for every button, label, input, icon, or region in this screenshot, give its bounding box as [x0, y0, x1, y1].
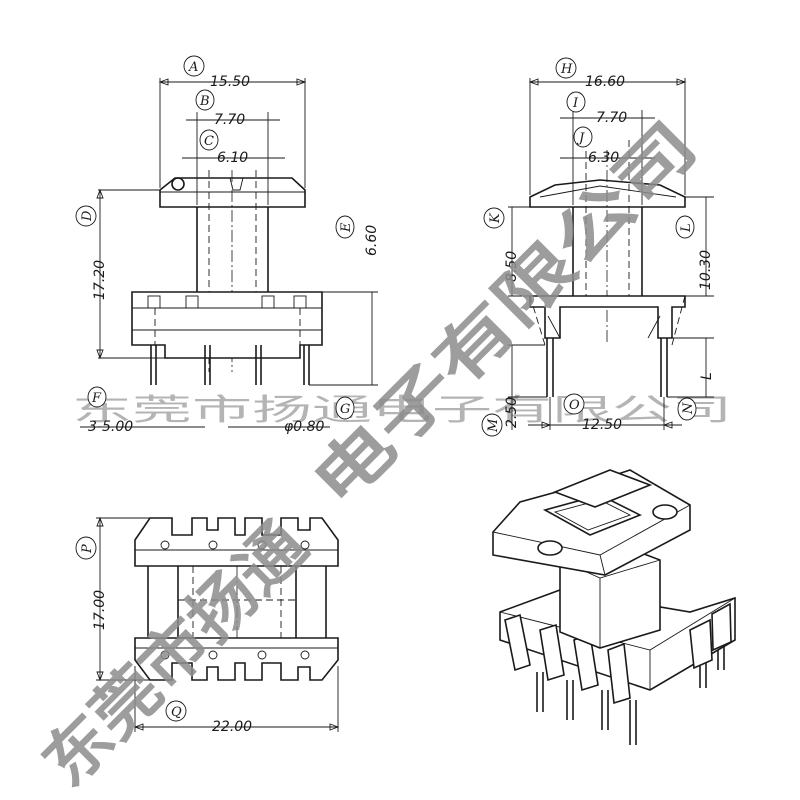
label-h: H [560, 62, 573, 77]
dim-height-overall: 17.20 [92, 260, 108, 300]
isometric-view [492, 469, 736, 745]
label-q: Q [171, 705, 182, 720]
label-e: E [339, 222, 354, 233]
label-k: K [488, 212, 503, 224]
dim-width-overall: 15.50 [210, 74, 250, 90]
label-b: B [199, 94, 210, 109]
dim-pin-diameter: φ0.80 [284, 419, 325, 435]
label-l: L [679, 223, 694, 233]
label-d: D [80, 210, 95, 222]
label-n: N [681, 402, 696, 415]
dim-width-core: 6.10 [217, 150, 248, 166]
dim-pin-pitch: 3-5.00 [88, 419, 133, 435]
label-i: I [572, 96, 579, 111]
label-p: P [80, 544, 95, 554]
label-j: J [576, 131, 585, 146]
dim-row-spacing: 12.50 [582, 417, 622, 433]
dim-side-width-overall: 16.60 [585, 74, 625, 90]
watermark-company-light: 东莞市扬通电子有限公司 [72, 393, 732, 428]
side-view: 16.60 H 7.70 I 6.30 J 8.50 K 10.30 L L [481, 57, 715, 437]
label-m: M [486, 418, 501, 433]
dim-pin-length-label: L [699, 372, 715, 380]
top-view: 17.00 P 22.00 Q [75, 516, 340, 735]
label-c: C [204, 134, 214, 149]
label-o: O [569, 398, 580, 413]
label-f: F [91, 391, 102, 406]
dim-height-flange: 6.60 [364, 225, 380, 256]
dim-side-height-k: 8.50 [504, 251, 520, 282]
label-a: A [188, 60, 198, 75]
dim-side-height-l: 10.30 [698, 250, 714, 290]
watermark-company-bold-upper: 电子有限公司 [299, 108, 712, 521]
dim-side-width-inner: 7.70 [596, 110, 627, 126]
dim-width-inner: 7.70 [214, 112, 245, 128]
dim-pin-length: 2.50 [504, 397, 520, 428]
flange-hole [171, 177, 185, 191]
dim-side-width-core: 6.30 [588, 150, 619, 166]
dim-top-width: 22.00 [212, 719, 252, 735]
label-g: G [340, 402, 350, 417]
dim-top-height: 17.00 [92, 590, 108, 630]
front-view: 15.50 A 7.70 B 6.10 C 17.20 D 6.60 E 3-5… [75, 55, 380, 435]
